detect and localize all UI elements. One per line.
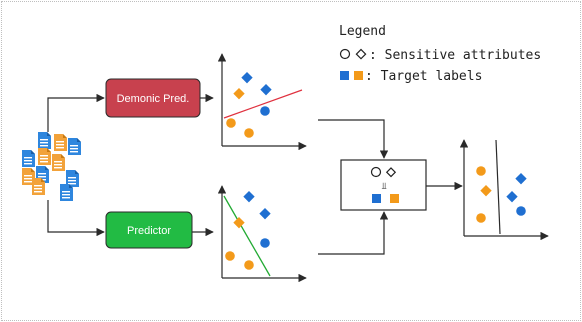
legend-target-label: : Target labels (365, 69, 482, 84)
predictor-decision-line (223, 195, 271, 277)
legend-sensitive-label: : Sensitive attributes (369, 48, 541, 63)
square-icon (354, 71, 363, 80)
circle-icon (260, 106, 270, 116)
diamond-icon (233, 88, 245, 100)
demonic-scatter-plot (217, 53, 307, 151)
input-branch-lines (47, 93, 105, 237)
circle-icon (339, 48, 351, 60)
circle-icon (244, 260, 254, 270)
circle-icon (370, 166, 382, 178)
demonic-predictor-label: Demonic Pred. (117, 93, 190, 105)
legend-title: Legend (339, 24, 386, 39)
legend: Legend : Sensitive attributes : Target l… (339, 24, 541, 84)
document-stack-icon (22, 132, 81, 201)
diamond-icon (241, 72, 253, 84)
diamond-icon (506, 191, 518, 203)
independence-symbol: ⫫ (380, 182, 386, 192)
diamond-icon (260, 84, 272, 96)
plot-to-independence-lines (318, 119, 389, 255)
result-decision-line (495, 139, 501, 235)
diamond-icon (233, 217, 245, 229)
independence-box: ⫫ (340, 159, 427, 211)
square-icon (390, 194, 399, 203)
circle-icon (516, 206, 526, 216)
circle-icon (476, 166, 486, 176)
circle-icon (225, 251, 235, 261)
diamond-icon (355, 48, 367, 60)
predictor-box: Predictor (105, 211, 193, 249)
circle-icon (260, 238, 270, 248)
circle-icon (244, 128, 254, 138)
diamond-icon (259, 208, 271, 220)
demonic-predictor-box: Demonic Pred. (105, 78, 201, 118)
predictor-scatter-plot (217, 185, 307, 283)
circle-icon (226, 118, 236, 128)
predictor-label: Predictor (127, 225, 171, 237)
diamond-icon (515, 173, 527, 185)
diamond-icon (480, 185, 492, 197)
diamond-icon (385, 167, 397, 178)
result-scatter-plot (459, 139, 549, 241)
square-icon (372, 194, 381, 203)
circle-icon (476, 213, 486, 223)
square-icon (340, 71, 349, 80)
diamond-icon (243, 191, 255, 203)
demonic-decision-line (223, 89, 303, 119)
